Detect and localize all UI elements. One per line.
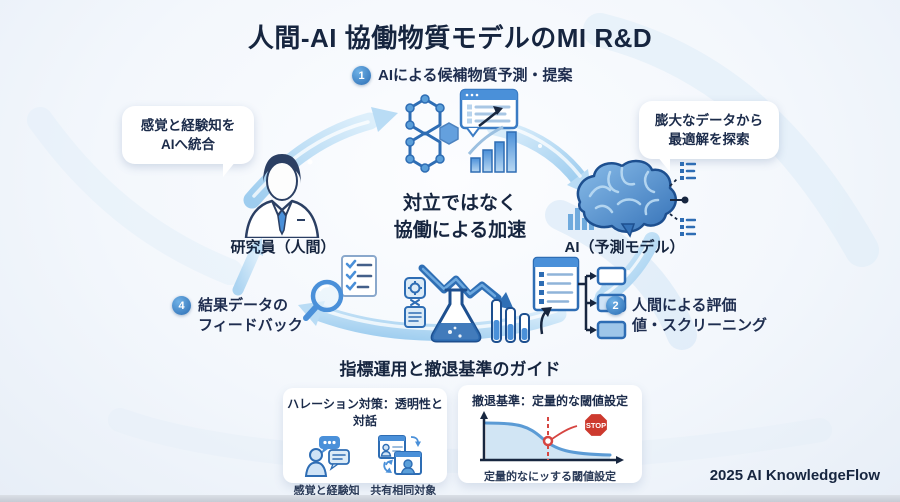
guide-title: 指標運用と撤退基準のガイド xyxy=(339,360,561,379)
step1-text: AIによる候補物質予測・提案 xyxy=(378,67,573,84)
step1-label: 1 AIによる候補物質予測・提案 xyxy=(352,66,573,86)
ai-label: AI（予測モデル） xyxy=(564,239,685,256)
center-message-line1: 対立ではなく xyxy=(402,193,517,214)
step2-label: 2 人間による評価 値・スクリーニング xyxy=(606,296,767,336)
callout-tail xyxy=(657,156,670,172)
ai-callout-line1: 膨大なデータから xyxy=(655,113,763,128)
stop-sign-icon: STOP xyxy=(582,411,610,439)
step2-text-line1: 人間による評価 xyxy=(632,297,737,314)
profile-cards-icon xyxy=(378,435,422,475)
step2-number-badge: 2 xyxy=(606,296,625,315)
human-callout-line2: AIへ統合 xyxy=(161,137,215,152)
stop-text: STOP xyxy=(586,421,606,430)
human-callout-bubble: 感覚と経験知を AIへ統合 xyxy=(122,106,254,177)
withdrawal-caption: 定量的なにッする閾値設定 xyxy=(484,471,616,483)
halation-label1: 感覚と経験知 xyxy=(293,485,360,497)
withdrawal-box: 撤退基準：定量的な閾値設定 STOP 定量的なにッする閾値設定 xyxy=(458,385,642,483)
human-label: 研究員（人間） xyxy=(230,239,336,256)
threshold-chart-icon: STOP xyxy=(480,411,624,464)
footer-credit: 2025 AI KnowledgeFlow xyxy=(709,467,880,484)
chat-icon xyxy=(304,436,350,477)
center-message: 対立ではなく 協働による加速 xyxy=(355,190,565,244)
ai-callout-line2: 最適解を探索 xyxy=(668,132,750,147)
step2-text: 人間による評価 値・スクリーニング xyxy=(632,296,767,336)
callout-tail xyxy=(223,161,236,177)
magnifier-icon xyxy=(303,255,377,321)
page-title: 人間-AI 協働物質モデルのMI R&D xyxy=(247,23,653,53)
step4-text-line1: 結果データの xyxy=(198,297,289,314)
step4-text-line2: フィードバック xyxy=(198,317,303,334)
brain-icon xyxy=(568,159,696,238)
halation-label2: 共有相同対象 xyxy=(370,485,437,497)
molecule-icon xyxy=(405,88,519,173)
human-callout-line1: 感覚と経験知を xyxy=(140,118,236,133)
step4-text: 結果データの フィードバック xyxy=(198,296,303,336)
step4-number-badge: 4 xyxy=(172,296,191,315)
withdrawal-title: 撤退基準：定量的な閾値設定 xyxy=(471,394,628,408)
halation-box: ハレーション対策：透明性と対話 xyxy=(283,388,447,497)
flask-icon xyxy=(404,264,530,343)
halation-title: ハレーション対策：透明性と対話 xyxy=(287,397,443,428)
researcher-icon xyxy=(244,154,320,238)
bottom-strip xyxy=(0,495,900,502)
step2-text-line2: 値・スクリーニング xyxy=(632,317,768,334)
step4-label: 4 結果データの フィードバック xyxy=(172,296,303,336)
step1-number-badge: 1 xyxy=(352,66,371,85)
center-message-line2: 協働による加速 xyxy=(393,220,527,241)
ai-callout-bubble: 膨大なデータから 最適解を探索 xyxy=(639,101,779,172)
